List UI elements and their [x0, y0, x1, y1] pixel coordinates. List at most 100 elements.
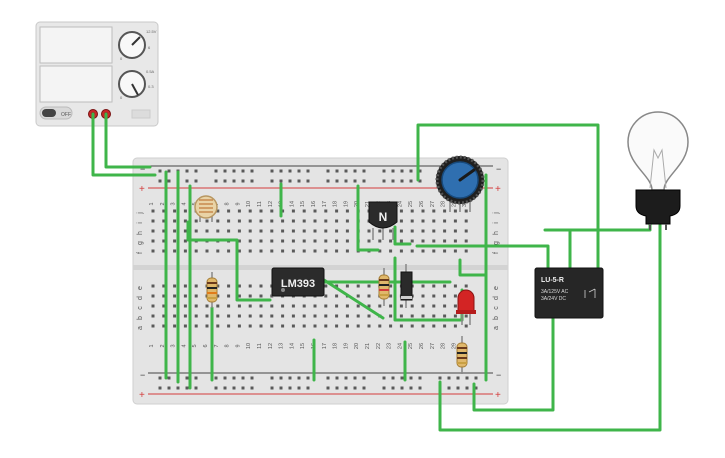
breadboard-hole[interactable]	[474, 376, 478, 380]
breadboard-hole[interactable]	[183, 249, 187, 253]
breadboard-hole[interactable]	[335, 209, 339, 213]
breadboard-hole[interactable]	[356, 284, 360, 288]
breadboard-hole[interactable]	[248, 324, 252, 328]
breadboard-hole[interactable]	[389, 294, 393, 298]
breadboard-hole[interactable]	[313, 219, 317, 223]
breadboard-hole[interactable]	[270, 219, 274, 223]
breadboard-hole[interactable]	[453, 209, 457, 213]
breadboard-hole[interactable]	[158, 376, 162, 380]
breadboard-hole[interactable]	[216, 284, 220, 288]
diode[interactable]	[400, 264, 413, 308]
wire-supply-negative[interactable]	[104, 112, 152, 169]
breadboard-hole[interactable]	[279, 169, 283, 173]
breadboard-hole[interactable]	[421, 294, 425, 298]
breadboard-hole[interactable]	[241, 386, 245, 390]
breadboard-hole[interactable]	[270, 239, 274, 243]
breadboard-hole[interactable]	[259, 229, 263, 233]
breadboard-hole[interactable]	[214, 169, 218, 173]
breadboard-hole[interactable]	[353, 376, 357, 380]
breadboard-hole[interactable]	[453, 284, 457, 288]
breadboard-hole[interactable]	[173, 284, 177, 288]
breadboard-hole[interactable]	[443, 239, 447, 243]
breadboard-hole[interactable]	[270, 169, 274, 173]
breadboard-hole[interactable]	[250, 376, 254, 380]
breadboard-hole[interactable]	[237, 314, 241, 318]
breadboard-hole[interactable]	[326, 386, 330, 390]
breadboard-hole[interactable]	[335, 386, 339, 390]
breadboard-hole[interactable]	[378, 324, 382, 328]
breadboard-hole[interactable]	[237, 324, 241, 328]
potentiometer[interactable]	[435, 155, 485, 212]
breadboard-hole[interactable]	[259, 209, 263, 213]
breadboard-hole[interactable]	[367, 314, 371, 318]
breadboard-hole[interactable]	[291, 314, 295, 318]
breadboard-hole[interactable]	[259, 314, 263, 318]
breadboard-hole[interactable]	[464, 229, 468, 233]
breadboard-hole[interactable]	[205, 229, 209, 233]
breadboard-hole[interactable]	[400, 169, 404, 173]
breadboard-hole[interactable]	[216, 209, 220, 213]
breadboard-hole[interactable]	[378, 249, 382, 253]
breadboard-hole[interactable]	[432, 294, 436, 298]
breadboard-hole[interactable]	[324, 304, 328, 308]
breadboard-hole[interactable]	[291, 239, 295, 243]
breadboard-hole[interactable]	[324, 249, 328, 253]
breadboard-hole[interactable]	[432, 314, 436, 318]
breadboard-hole[interactable]	[167, 376, 171, 380]
breadboard-hole[interactable]	[399, 239, 403, 243]
breadboard-hole[interactable]	[183, 229, 187, 233]
wire-lamp-return[interactable]	[438, 223, 662, 432]
breadboard-hole[interactable]	[356, 314, 360, 318]
breadboard-hole[interactable]	[270, 376, 274, 380]
breadboard-hole[interactable]	[194, 229, 198, 233]
breadboard-hole[interactable]	[335, 219, 339, 223]
breadboard-hole[interactable]	[313, 239, 317, 243]
breadboard-hole[interactable]	[223, 376, 227, 380]
breadboard-hole[interactable]	[410, 249, 414, 253]
breadboard-hole[interactable]	[151, 304, 155, 308]
breadboard-hole[interactable]	[241, 169, 245, 173]
breadboard-hole[interactable]	[421, 249, 425, 253]
wire-chip-output[interactable]	[322, 278, 385, 320]
wire-transistor-collector[interactable]	[393, 225, 412, 246]
breadboard-hole[interactable]	[345, 209, 349, 213]
breadboard-hole[interactable]	[248, 314, 252, 318]
breadboard-hole[interactable]	[410, 304, 414, 308]
breadboard-hole[interactable]	[237, 294, 241, 298]
breadboard-hole[interactable]	[259, 219, 263, 223]
breadboard-hole[interactable]	[232, 386, 236, 390]
breadboard-hole[interactable]	[432, 304, 436, 308]
breadboard-hole[interactable]	[367, 239, 371, 243]
breadboard-hole[interactable]	[259, 324, 263, 328]
breadboard-hole[interactable]	[443, 229, 447, 233]
breadboard-hole[interactable]	[270, 324, 274, 328]
breadboard-hole[interactable]	[421, 324, 425, 328]
breadboard-hole[interactable]	[281, 219, 285, 223]
breadboard-hole[interactable]	[453, 324, 457, 328]
breadboard-hole[interactable]	[410, 219, 414, 223]
breadboard-hole[interactable]	[456, 376, 460, 380]
breadboard-hole[interactable]	[367, 304, 371, 308]
breadboard-hole[interactable]	[302, 304, 306, 308]
breadboard-hole[interactable]	[183, 284, 187, 288]
breadboard-hole[interactable]	[313, 324, 317, 328]
wire-rail-to-relay[interactable]	[416, 123, 600, 272]
breadboard-hole[interactable]	[237, 284, 241, 288]
breadboard-hole[interactable]	[281, 209, 285, 213]
breadboard-hole[interactable]	[432, 249, 436, 253]
power-supply[interactable]: 12.5V 6 0 0.5A 0.3 0 OFF	[35, 21, 159, 127]
breadboard-hole[interactable]	[367, 229, 371, 233]
breadboard-hole[interactable]	[291, 209, 295, 213]
led[interactable]	[456, 289, 476, 325]
breadboard-hole[interactable]	[194, 376, 198, 380]
breadboard-hole[interactable]	[324, 209, 328, 213]
breadboard-hole[interactable]	[297, 179, 301, 183]
breadboard-hole[interactable]	[326, 179, 330, 183]
breadboard-hole[interactable]	[353, 169, 357, 173]
breadboard-hole[interactable]	[344, 169, 348, 173]
breadboard-hole[interactable]	[432, 219, 436, 223]
breadboard-hole[interactable]	[270, 386, 274, 390]
resistor-3[interactable]	[456, 336, 468, 374]
breadboard-hole[interactable]	[185, 169, 189, 173]
breadboard-hole[interactable]	[259, 284, 263, 288]
